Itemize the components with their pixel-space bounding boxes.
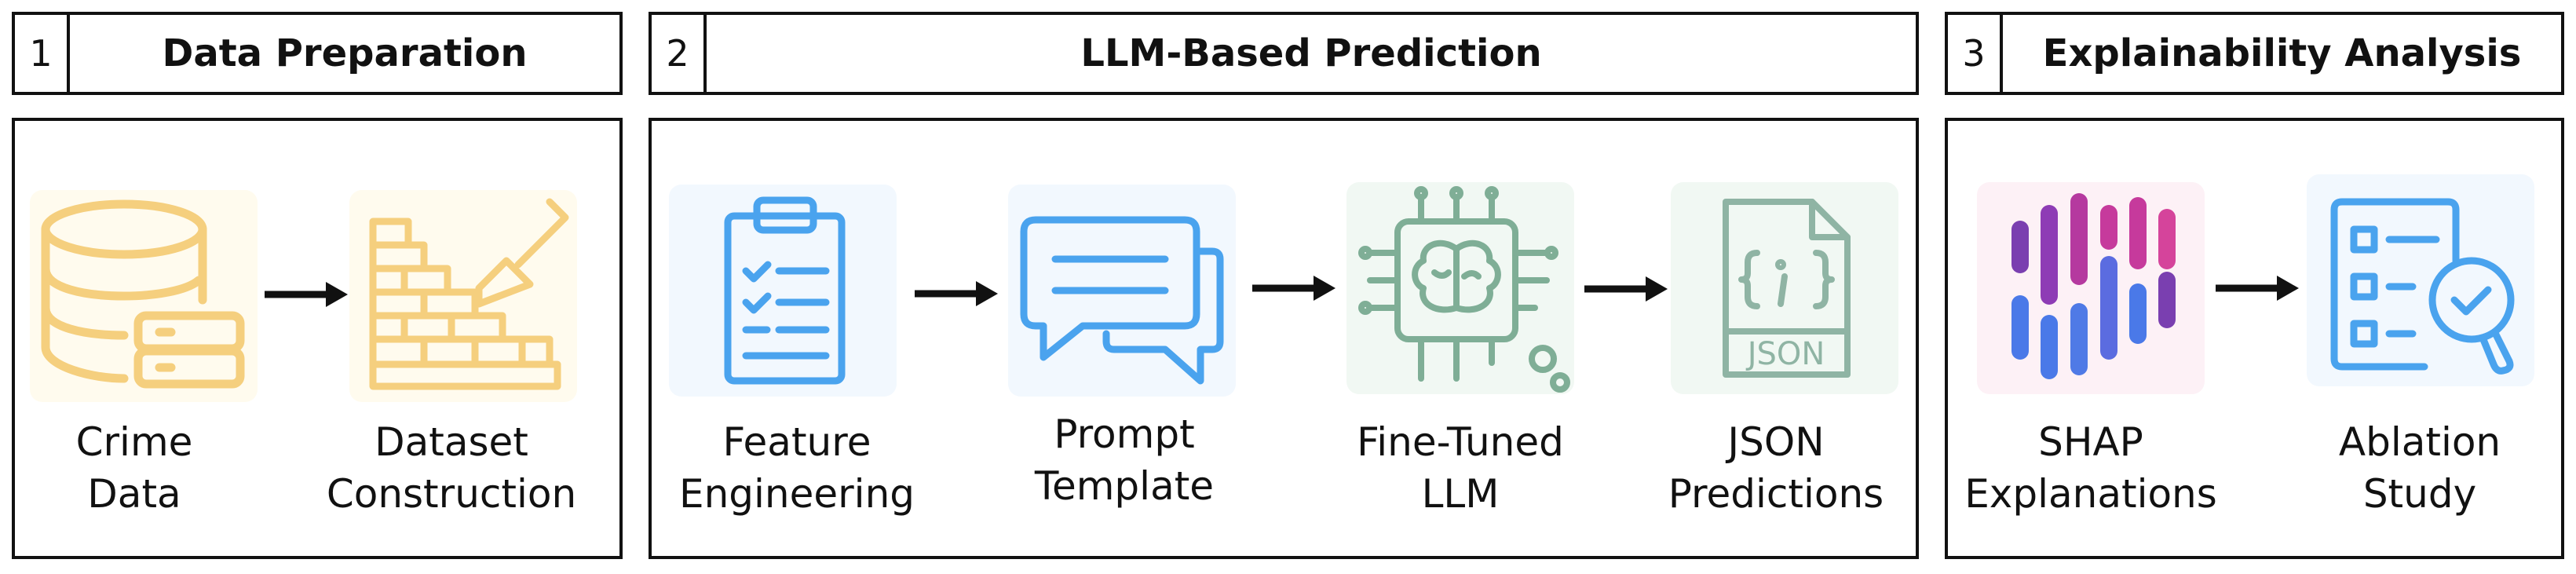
section-title: Data Preparation	[162, 31, 528, 75]
arrow-right	[2216, 272, 2299, 304]
arrow-right	[1584, 273, 1668, 305]
checklist-magnifier-icon	[2307, 174, 2534, 386]
json-file-icon: JSON	[1671, 182, 1898, 394]
section-number: 1	[15, 15, 70, 92]
section-title: Explainability Analysis	[2042, 31, 2522, 75]
shap-bars-icon	[1977, 182, 2205, 394]
json-file-text: JSON	[1745, 336, 1825, 372]
arrow-right	[265, 279, 348, 310]
brick-wall-trowel-icon	[349, 190, 577, 402]
arrow-right	[1252, 272, 1336, 304]
section-number: 3	[1948, 15, 2003, 92]
section-header-llm-prediction: 2 LLM-Based Prediction	[649, 12, 1919, 95]
brain-chip-icon	[1346, 182, 1574, 394]
section-title: LLM-Based Prediction	[1080, 31, 1542, 75]
section-header-explainability: 3 Explainability Analysis	[1945, 12, 2564, 95]
section-number: 2	[652, 15, 707, 92]
section-header-data-preparation: 1 Data Preparation	[12, 12, 623, 95]
chat-bubbles-icon	[1008, 185, 1236, 397]
database-icon	[30, 190, 258, 402]
clipboard-checklist-icon	[669, 185, 897, 397]
arrow-right	[915, 278, 998, 309]
